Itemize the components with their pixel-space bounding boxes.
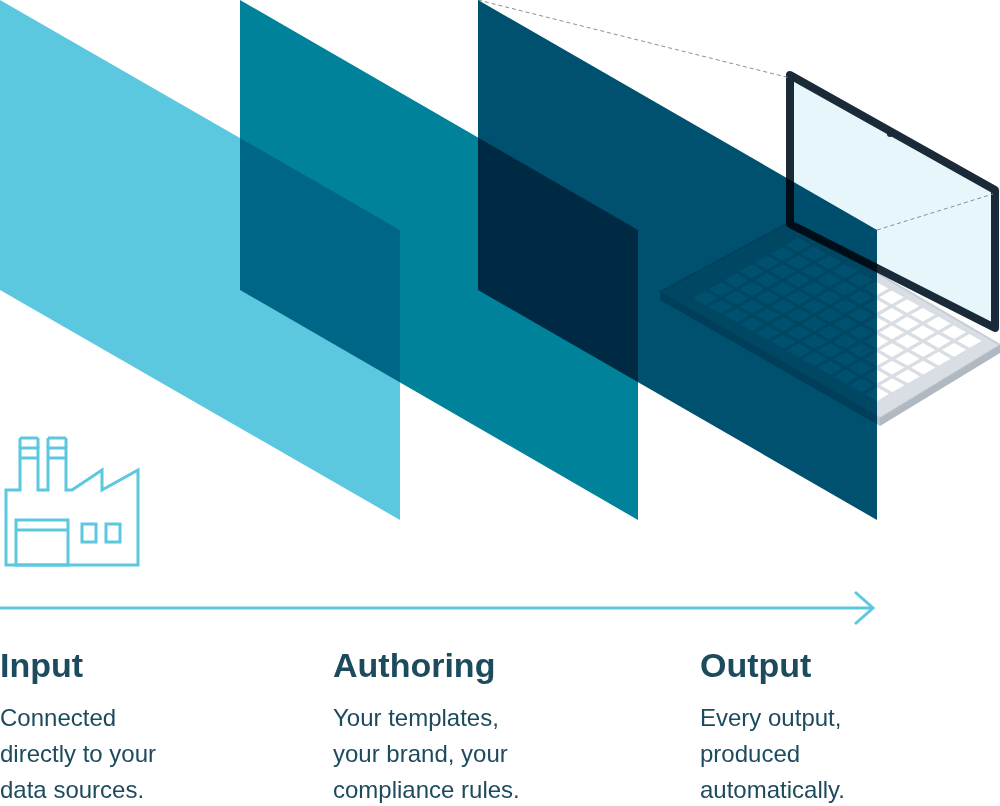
chimney-top — [20, 437, 38, 440]
factory-door — [16, 520, 68, 565]
chimney-band — [48, 457, 66, 460]
arrow-head — [855, 592, 873, 624]
timeline-arrow — [0, 607, 873, 610]
factory-window — [82, 524, 96, 542]
keyboard-key — [895, 334, 919, 348]
laptop-camera — [887, 131, 893, 137]
factory-icon — [6, 438, 138, 565]
keyboard-key — [911, 343, 935, 357]
chimney-top — [47, 438, 50, 448]
keyboard-key — [895, 299, 919, 313]
keyboard-key — [942, 343, 966, 357]
factory-window — [106, 524, 120, 542]
keyboard-key — [926, 317, 950, 331]
keyboard-key — [880, 290, 904, 304]
keyboard-key — [880, 308, 904, 322]
keyboard-key — [880, 361, 904, 375]
factory-door — [16, 529, 68, 532]
projection-line — [877, 194, 993, 230]
keyboard-key — [896, 370, 920, 384]
stage-description: Every output, produced automatically. — [700, 700, 890, 806]
stage-description: Your templates, your brand, your complia… — [333, 700, 548, 806]
stage-heading: Authoring — [333, 645, 633, 685]
keyboard-key — [911, 326, 935, 340]
keyboard-key — [927, 352, 951, 366]
keyboard-key — [942, 325, 966, 339]
chimney-top — [37, 438, 40, 448]
keyboard-key — [926, 334, 950, 348]
stage-heading: Input — [0, 645, 300, 685]
keyboard-key — [880, 343, 904, 357]
keyboard-key — [957, 334, 981, 348]
chimney-band — [20, 457, 38, 460]
chimney-top — [65, 438, 68, 448]
chimney-top — [48, 437, 66, 440]
stage-heading: Output — [700, 645, 1000, 685]
keyboard-key — [911, 361, 935, 375]
stage-description: Connected directly to your data sources. — [0, 700, 185, 806]
keyboard-key — [880, 378, 904, 392]
laptop-edge — [880, 345, 1000, 426]
keyboard-key — [880, 326, 904, 340]
keyboard-key — [911, 308, 935, 322]
output-panel — [478, 0, 877, 520]
keyboard-key — [896, 352, 920, 366]
chimney-top — [19, 438, 22, 448]
keyboard-key — [895, 317, 919, 331]
factory-outline — [6, 448, 138, 565]
